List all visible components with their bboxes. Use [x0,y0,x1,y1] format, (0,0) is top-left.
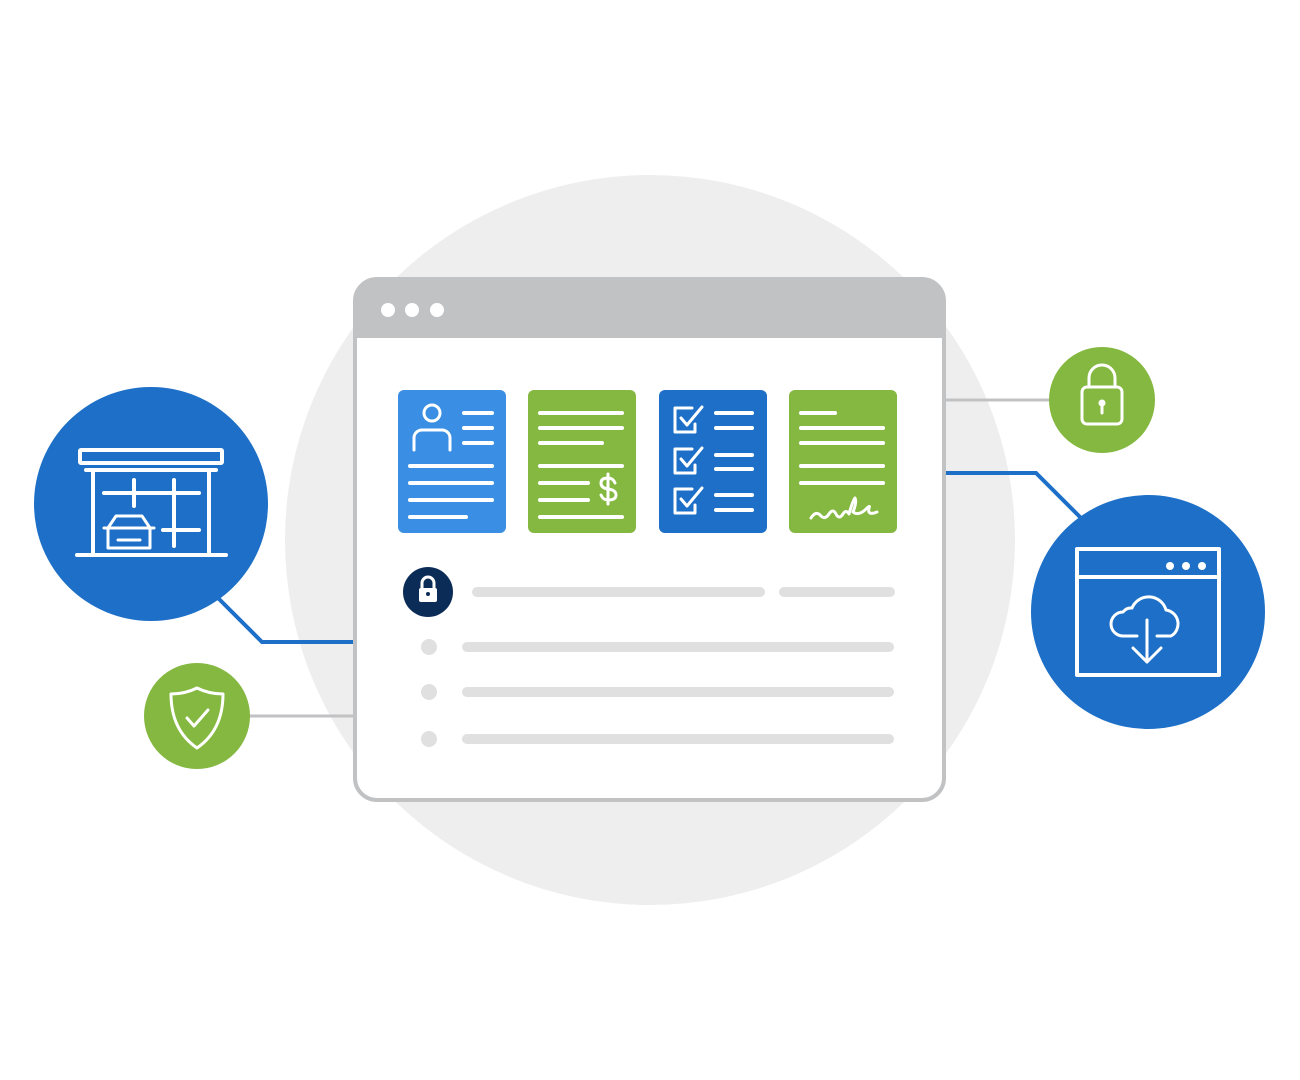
cloud-badge [1031,495,1265,729]
window-dot [430,303,444,317]
list-row[interactable] [421,639,894,655]
bullet [421,684,437,700]
padlock-icon [1080,363,1124,426]
garage-car-icon [75,448,228,557]
browser-window [353,277,946,802]
padlock-badge [1049,347,1155,453]
secure-row[interactable] [403,567,895,617]
document-card-checklist[interactable] [659,390,767,533]
shield-badge [144,663,250,769]
lock-icon [419,575,437,602]
window-dot [381,303,395,317]
connector-garage [216,596,355,644]
browser-header [355,279,944,338]
document-card-invoice[interactable] [528,390,636,533]
invoice-dollar-document-icon [538,411,624,519]
document-card-contract[interactable] [789,390,897,533]
list-row[interactable] [421,684,894,700]
checklist-document-icon [673,405,754,515]
signed-contract-document-icon [799,411,885,520]
connector-cloud [944,471,1084,521]
resume-profile-document-icon [408,403,494,519]
document-card-profile[interactable] [398,390,506,533]
signature-icon [809,496,879,520]
cloud-download-browser-icon [1075,547,1221,677]
shield-check-icon [169,686,225,750]
garage-badge [34,387,268,621]
bullet [421,639,437,655]
bullet [421,731,437,747]
list-row[interactable] [421,731,894,747]
window-dot [405,303,419,317]
